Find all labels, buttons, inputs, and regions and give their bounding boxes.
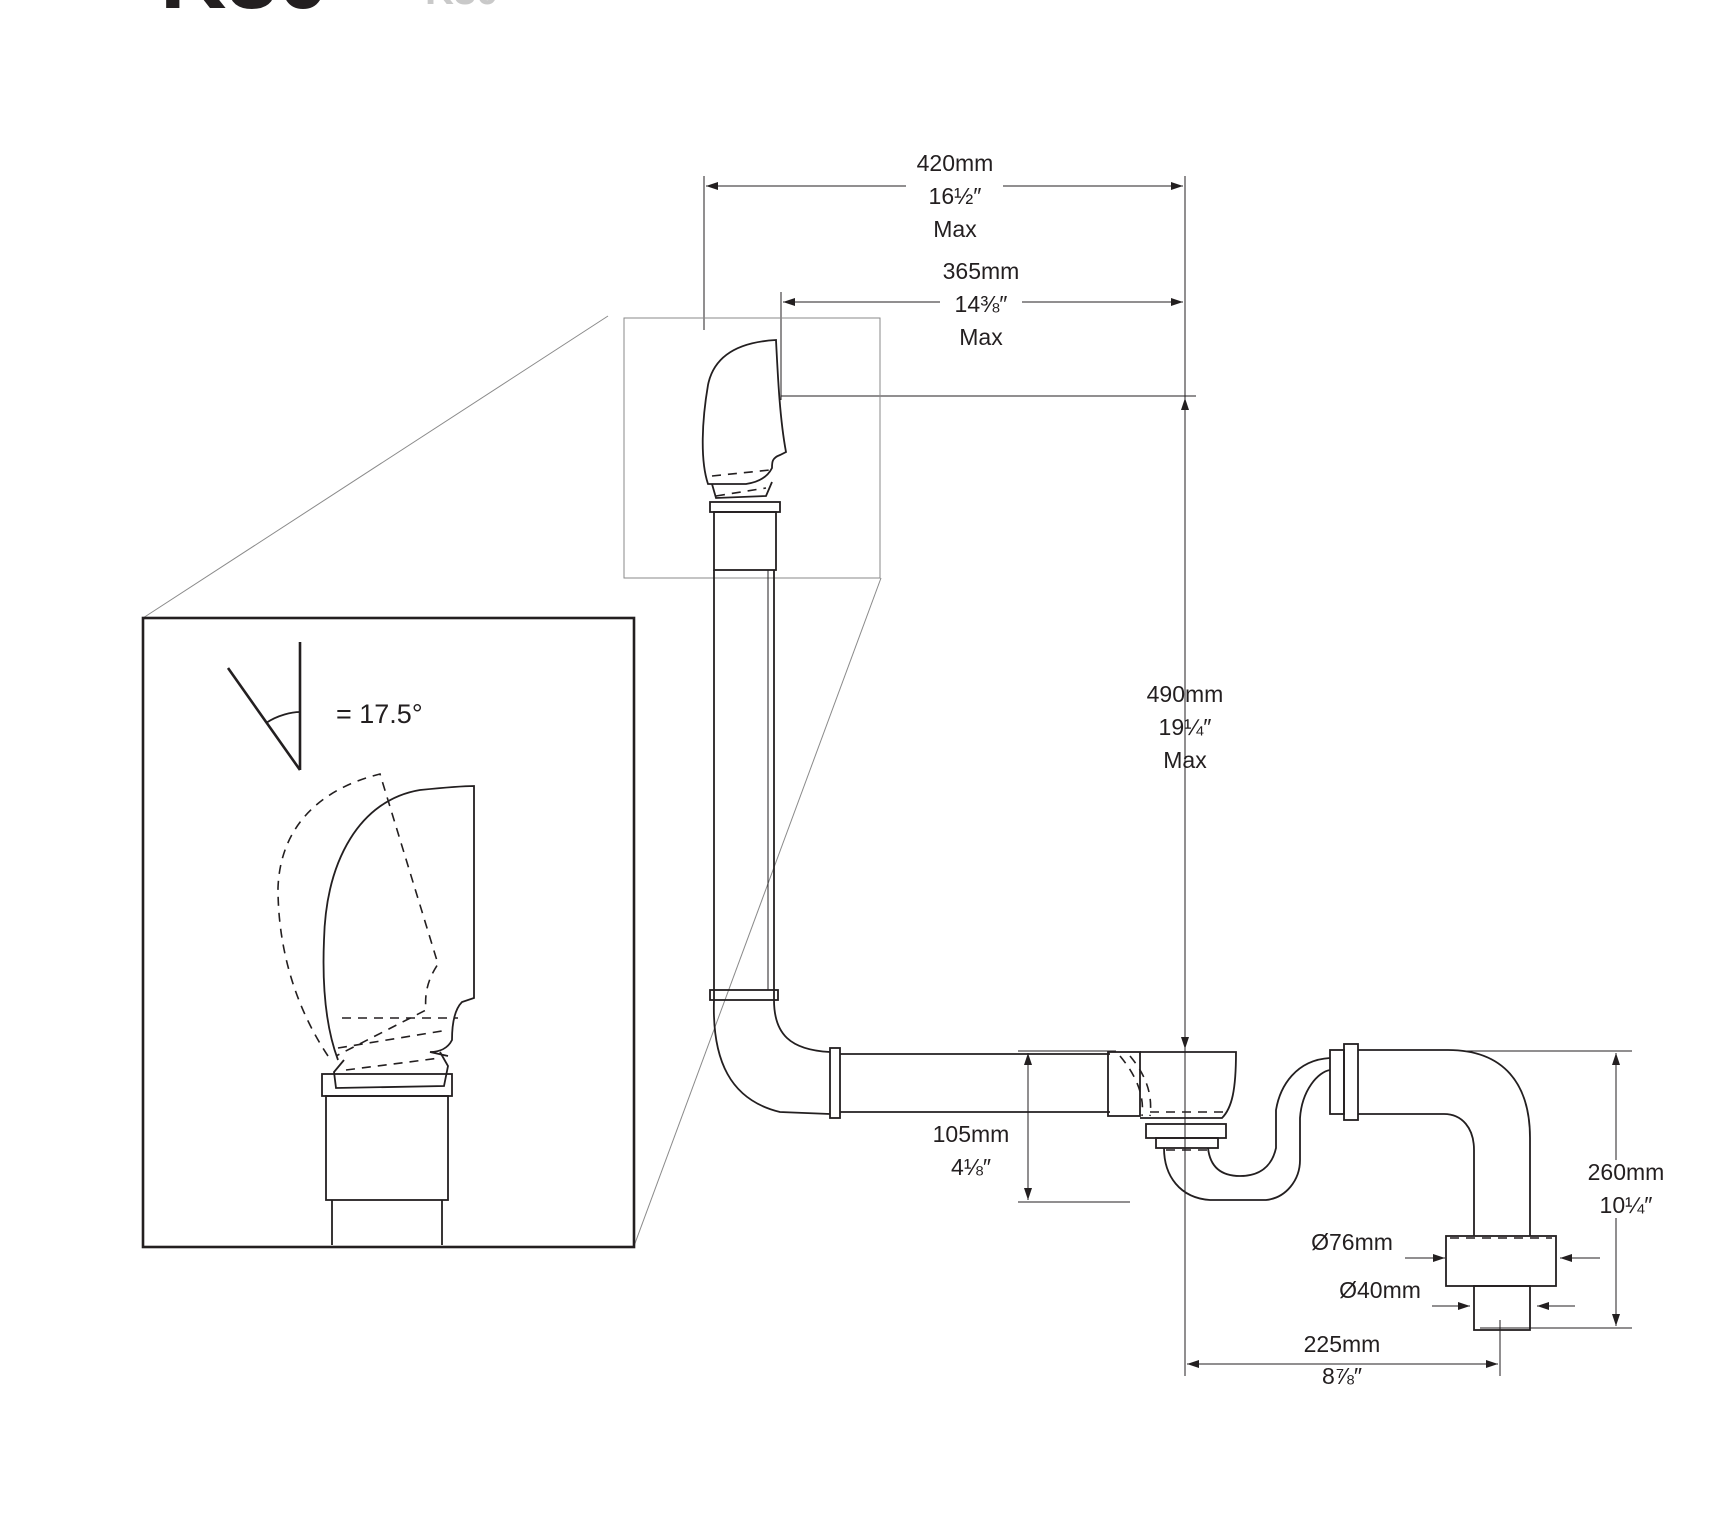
dimension-value-inch: 19¼″: [1159, 714, 1212, 740]
outlet-spigot: [1473, 1285, 1531, 1331]
dimension-note: Max: [959, 324, 1003, 350]
overflow-elbow: [712, 999, 831, 1115]
bath-waste-assembly: [701, 339, 1557, 1331]
overflow-head-detail: [321, 785, 475, 1245]
dimension-note: Max: [933, 216, 977, 242]
dimension-outlet-inner: Ø40mm: [1339, 1277, 1575, 1310]
dimension-outlet-outer: Ø76mm: [1311, 1229, 1600, 1262]
dimension-value-mm: 260mm: [1588, 1159, 1665, 1185]
dimension-value-inch: 14⅜″: [955, 291, 1008, 317]
product-code-header: K30 K30: [160, 0, 498, 28]
detail-callout: [142, 315, 882, 1247]
dimension-value-mm: 225mm: [1304, 1331, 1381, 1357]
angle-symbol-icon: [226, 642, 302, 771]
extension-lines: [703, 176, 1632, 1376]
overflow-pipe: [709, 570, 779, 1001]
dimension-trap-height: 260mm 10¼″: [1588, 1053, 1665, 1326]
horizontal-pipe: [829, 1047, 1152, 1119]
product-code: K30: [160, 0, 329, 28]
dimension-note: Max: [1163, 747, 1207, 773]
product-code-sub: K30: [425, 0, 498, 13]
dimension-label: Ø76mm: [1311, 1229, 1393, 1255]
dimension-value-mm: 365mm: [943, 258, 1020, 284]
trap-assembly: [1329, 1043, 1557, 1331]
angle-label: = 17.5°: [336, 699, 423, 729]
dimension-value-inch: 4⅛″: [951, 1154, 991, 1180]
dimension-trap-drop: 105mm 4⅛″: [933, 1053, 1032, 1200]
dimension-value-inch: 8⅞″: [1322, 1363, 1362, 1389]
dimension-height-overflow: 490mm 19¼″ Max: [1147, 398, 1224, 1049]
dimension-outlet-offset: 225mm 8⅞″: [1187, 1331, 1498, 1389]
dimension-label: Ø40mm: [1339, 1277, 1421, 1303]
dimension-value-mm: 490mm: [1147, 681, 1224, 707]
dimension-value-mm: 105mm: [933, 1121, 1010, 1147]
dimension-width-overflow: 365mm 14⅜″ Max: [783, 258, 1183, 350]
projection-line: [142, 315, 609, 619]
detail-inset: = 17.5°: [141, 616, 636, 1249]
callout-box: [623, 317, 881, 579]
dimension-value-inch: 10¼″: [1600, 1192, 1653, 1218]
detail-frame: [141, 616, 636, 1249]
projection-line: [633, 577, 882, 1247]
dimension-value-mm: 420mm: [917, 150, 994, 176]
waste-body: [1140, 1051, 1331, 1201]
outlet-collar: [1445, 1235, 1557, 1287]
dimension-width-overall: 420mm 16½″ Max: [706, 150, 1183, 242]
overflow-head: [701, 339, 788, 571]
dimension-value-inch: 16½″: [929, 183, 982, 209]
